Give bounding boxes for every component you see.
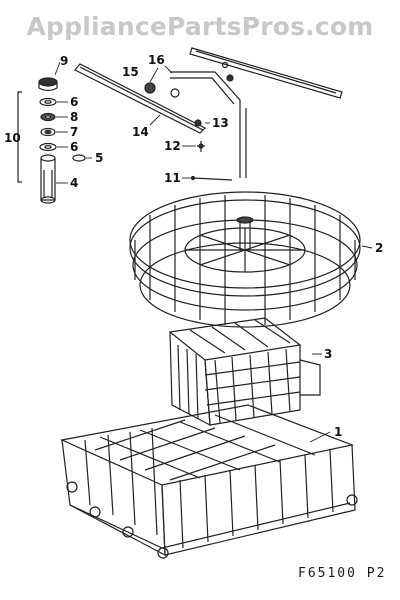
part-14-rail	[74, 63, 207, 134]
callout-7: 7	[70, 125, 78, 139]
callout-6-lower: 6	[70, 140, 78, 154]
part-2-round-basket	[129, 191, 361, 328]
callout-8: 8	[70, 110, 78, 124]
callout-labels: 9 6 8 7 6 5 4 10 15 16 14 13 12 11 2 3 1	[4, 53, 383, 439]
part-6-washer-upper	[39, 97, 57, 107]
callout-4: 4	[70, 176, 78, 190]
callout-10: 10	[4, 131, 21, 145]
part-1-lower-rack	[60, 404, 358, 559]
callout-15: 15	[122, 65, 139, 79]
part-8-seal	[40, 112, 56, 122]
callout-9: 9	[60, 54, 68, 68]
part-6-washer-lower	[39, 142, 57, 152]
callout-12: 12	[164, 139, 181, 153]
part-4-tube	[40, 154, 56, 204]
bracket-10	[17, 91, 22, 183]
upper-track-rail	[189, 47, 343, 99]
part-7-ring	[40, 127, 56, 137]
leader-lines	[54, 61, 373, 443]
callout-11: 11	[164, 171, 181, 185]
figure-code: F65100 P2	[298, 566, 387, 581]
watermark-text: AppliancePartsPros.com	[26, 12, 374, 41]
callout-2: 2	[375, 241, 383, 255]
part-16-bar	[170, 71, 241, 108]
callout-1: 1	[334, 425, 342, 439]
part-3-utensil-basket	[168, 317, 321, 427]
part-9-cap	[38, 77, 58, 92]
part-12-screw	[197, 141, 205, 152]
callout-3: 3	[324, 347, 332, 361]
part-13-clip	[194, 119, 202, 127]
feed-tube	[239, 108, 247, 178]
callout-6-upper: 6	[70, 95, 78, 109]
part-15-knob	[144, 82, 180, 98]
callout-13: 13	[212, 116, 229, 130]
part-11-rod	[190, 175, 233, 181]
part-5-o-ring	[72, 154, 86, 162]
callout-14: 14	[132, 125, 149, 139]
callout-5: 5	[95, 151, 103, 165]
callout-16: 16	[148, 53, 165, 67]
